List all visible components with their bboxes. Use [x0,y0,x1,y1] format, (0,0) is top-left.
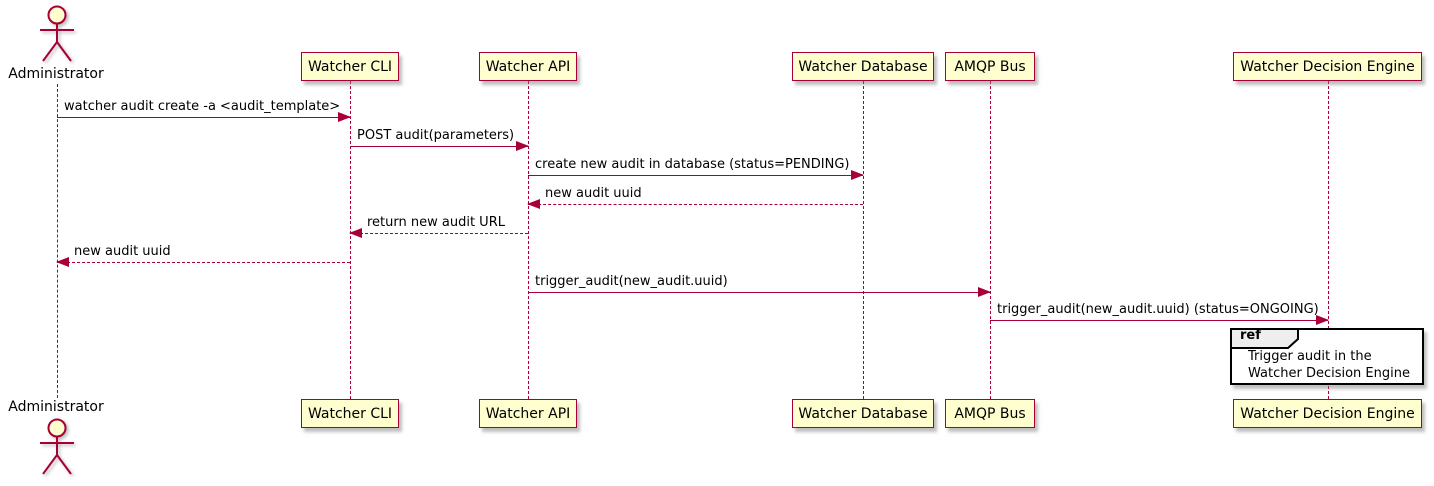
message-label: trigger_audit(new_audit.uuid) (status=ON… [997,302,1319,317]
message-line [528,175,863,176]
participant-watcher-cli-top: Watcher CLI [301,52,399,81]
ref-fragment: ref Trigger audit in the Watcher Decisio… [1230,328,1424,385]
arrowhead-icon [978,287,991,297]
message-label: create new audit in database (status=PEN… [535,157,850,172]
participant-watcher-decision-engine-top: Watcher Decision Engine [1233,52,1422,81]
message-line [528,292,990,293]
ref-keyword: ref [1240,328,1261,343]
ref-text-line: Trigger audit in the [1248,349,1372,364]
participant-watcher-database-bottom: Watcher Database [792,399,934,428]
actor-figure-icon [17,3,97,69]
participant-watcher-api-top: Watcher API [479,52,577,81]
lifeline-watcher-decision-engine [1328,81,1329,399]
actor-figure-icon [17,415,97,483]
arrowhead-icon [56,257,69,267]
message-label: new audit uuid [545,186,642,201]
lifeline-amqp-bus [990,81,991,399]
participant-amqp-bus-top: AMQP Bus [945,52,1035,81]
participant-watcher-cli-bottom: Watcher CLI [301,399,399,428]
message-line [57,117,350,118]
participant-watcher-database-top: Watcher Database [792,52,934,81]
arrowhead-icon [349,228,362,238]
message-line [57,262,350,263]
message-label: trigger_audit(new_audit.uuid) [535,274,728,289]
message-label: POST audit(parameters) [357,128,515,143]
ref-header: ref [1230,328,1300,349]
ref-text-line: Watcher Decision Engine [1248,366,1410,381]
lifeline-administrator [57,84,58,398]
message-line [528,204,863,205]
message-label: new audit uuid [74,244,171,259]
arrowhead-icon [851,170,864,180]
arrowhead-icon [516,141,529,151]
message-label: watcher audit create -a <audit_template> [64,99,341,114]
participant-amqp-bus-bottom: AMQP Bus [945,399,1035,428]
arrowhead-icon [527,199,540,209]
lifeline-watcher-api [528,81,529,399]
message-label: return new audit URL [367,215,505,230]
message-line [350,233,528,234]
lifeline-watcher-cli [350,81,351,399]
lifeline-watcher-database [863,81,864,399]
arrowhead-icon [1316,315,1329,325]
actor-label-bottom: Administrator [8,399,104,415]
arrowhead-icon [338,112,351,122]
participant-watcher-api-bottom: Watcher API [479,399,577,428]
message-line [350,146,528,147]
message-line [990,320,1328,321]
actor-label-top: Administrator [8,66,104,82]
participant-watcher-decision-engine-bottom: Watcher Decision Engine [1233,399,1422,428]
